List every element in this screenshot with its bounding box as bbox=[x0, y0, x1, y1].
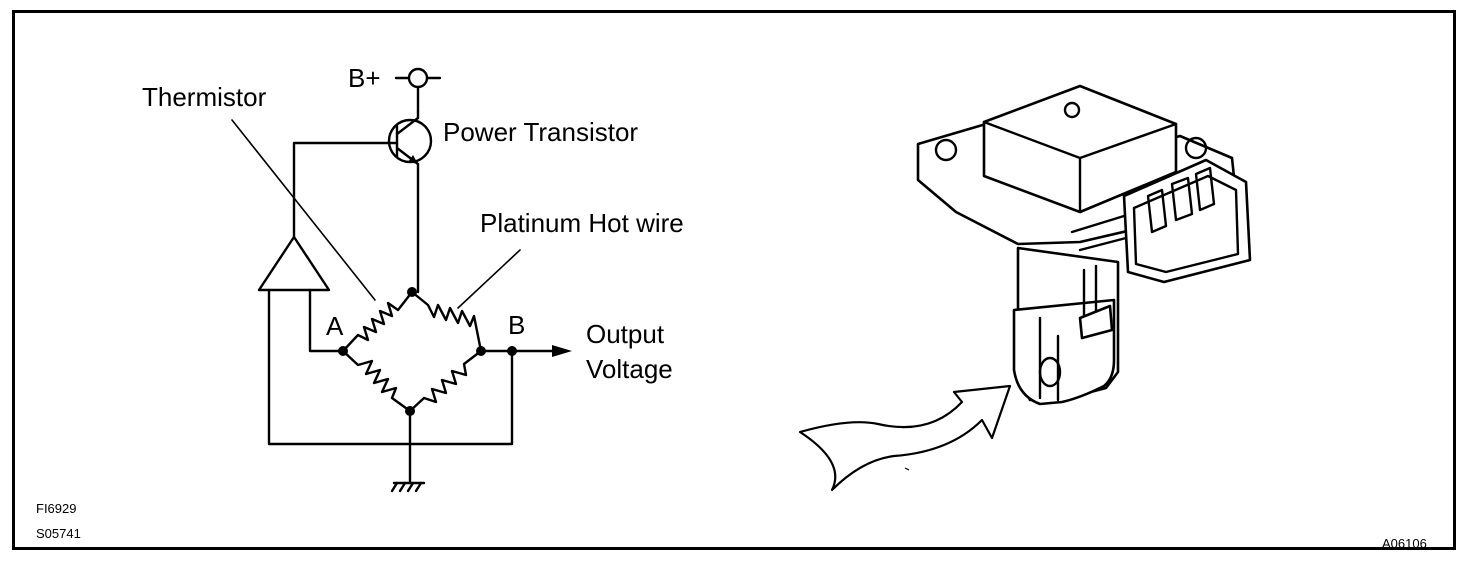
thermistor-leader-line bbox=[231, 119, 376, 301]
node-b-label: B bbox=[508, 310, 525, 340]
mounting-tab bbox=[1078, 304, 1114, 340]
amp-feedback-wire bbox=[267, 288, 514, 446]
sensor-opening bbox=[1038, 356, 1062, 388]
node-top bbox=[407, 287, 417, 297]
mounting-hole-right bbox=[1184, 136, 1208, 160]
housing-hole bbox=[1063, 101, 1081, 119]
transistor-label: Power Transistor bbox=[443, 117, 638, 147]
airflow-arrow-icon bbox=[798, 384, 1012, 492]
amplifier-symbol bbox=[257, 235, 331, 292]
node-a-label: A bbox=[326, 311, 344, 341]
resistor-bottom-left bbox=[341, 349, 412, 413]
resistor-hot-wire bbox=[410, 290, 483, 353]
base-wire bbox=[292, 141, 390, 239]
output-label-line2: Voltage bbox=[586, 354, 673, 384]
figure-frame bbox=[12, 10, 1456, 550]
supply-label: B+ bbox=[348, 63, 381, 93]
bridge-resistors bbox=[341, 290, 483, 413]
hot-wire-leader-line bbox=[457, 249, 521, 309]
output-label-line1: Output bbox=[586, 319, 665, 349]
resistor-bottom-right bbox=[408, 349, 483, 413]
figure-code-3: A06106 bbox=[1382, 536, 1427, 551]
circuit-diagram: B+ Thermistor Power Transistor Platinum … bbox=[142, 63, 684, 493]
thermistor-label: Thermistor bbox=[142, 82, 267, 112]
resistor-thermistor bbox=[341, 290, 414, 353]
figure-code-1: FI6929 bbox=[36, 501, 76, 516]
ground-icon bbox=[390, 409, 426, 493]
amp-input-a-wire bbox=[308, 288, 345, 353]
power-transistor-symbol bbox=[386, 110, 433, 166]
hot-wire-label: Platinum Hot wire bbox=[480, 208, 684, 238]
mounting-hole-left bbox=[934, 138, 958, 162]
node-a bbox=[338, 346, 348, 356]
mass-airflow-sensor-illustration bbox=[916, 84, 1252, 406]
figure-code-2: S05741 bbox=[36, 526, 81, 541]
supply-terminal bbox=[394, 67, 442, 114]
electrical-connector bbox=[1122, 158, 1252, 284]
output-arrow-icon bbox=[552, 345, 572, 357]
